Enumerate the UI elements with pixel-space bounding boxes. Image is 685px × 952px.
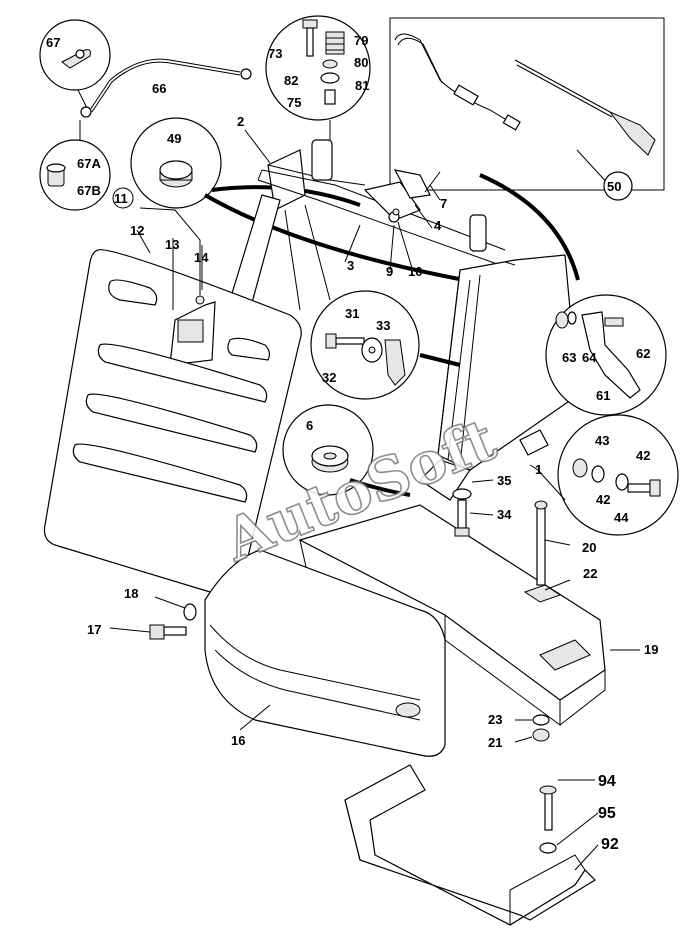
- weight-block-19: [298, 504, 606, 726]
- grommet-detail-67: [39, 139, 111, 211]
- label-42-left: 42: [596, 492, 610, 507]
- label-62: 62: [636, 346, 650, 361]
- label-50: 50: [607, 179, 621, 194]
- cable-inset: [389, 17, 665, 201]
- label-44: 44: [614, 510, 629, 525]
- label-16: 16: [231, 733, 245, 748]
- label-4: 4: [434, 218, 442, 233]
- label-35: 35: [497, 473, 511, 488]
- label-21: 21: [488, 735, 502, 750]
- label-67b: 67B: [77, 183, 101, 198]
- part-labels: 67 66 67A 67B 73 79 80 82 81 75 2 49 50 …: [46, 33, 658, 853]
- bolt-detail-31-33: [310, 290, 420, 400]
- label-2: 2: [237, 114, 244, 129]
- clip-detail-6: [282, 404, 374, 496]
- label-6: 6: [306, 418, 313, 433]
- label-43: 43: [595, 433, 609, 448]
- plug-detail-49: [130, 117, 222, 209]
- label-3: 3: [347, 258, 354, 273]
- label-64: 64: [582, 350, 597, 365]
- label-61: 61: [596, 388, 610, 403]
- label-82: 82: [284, 73, 298, 88]
- bracket-92: [344, 764, 596, 926]
- label-22: 22: [583, 566, 597, 581]
- label-11: 11: [114, 191, 128, 206]
- label-81: 81: [355, 78, 369, 93]
- label-66: 66: [152, 81, 166, 96]
- label-13: 13: [165, 237, 179, 252]
- label-34: 34: [497, 507, 512, 522]
- label-10: 10: [408, 264, 422, 279]
- label-17: 17: [87, 622, 101, 637]
- clip-detail-67: [39, 19, 111, 91]
- label-95: 95: [598, 805, 616, 822]
- bracket-detail-61-64: [545, 294, 667, 416]
- fastener-detail-42-44: [557, 414, 679, 536]
- label-18: 18: [124, 586, 138, 601]
- label-14: 14: [194, 250, 209, 265]
- label-80: 80: [354, 55, 368, 70]
- label-67a: 67A: [77, 156, 101, 171]
- label-49: 49: [167, 131, 181, 146]
- bumper-16: [204, 549, 446, 757]
- label-19: 19: [644, 642, 658, 657]
- label-67: 67: [46, 35, 60, 50]
- leader-lines: [109, 129, 640, 871]
- label-1: 1: [535, 462, 542, 477]
- label-31: 31: [345, 306, 359, 321]
- label-20: 20: [582, 540, 596, 555]
- label-32: 32: [322, 370, 336, 385]
- label-92: 92: [601, 836, 619, 853]
- label-42-right: 42: [636, 448, 650, 463]
- label-63: 63: [562, 350, 576, 365]
- label-94: 94: [598, 773, 616, 790]
- label-12: 12: [130, 223, 144, 238]
- label-79: 79: [354, 33, 368, 48]
- label-23: 23: [488, 712, 502, 727]
- bolt-detail-73-82: [265, 15, 371, 121]
- grille-panel-12: [43, 249, 302, 598]
- frame-assembly: [229, 139, 579, 501]
- label-9: 9: [386, 264, 393, 279]
- label-7: 7: [440, 196, 447, 211]
- label-73: 73: [268, 46, 282, 61]
- label-33: 33: [376, 318, 390, 333]
- label-75: 75: [287, 95, 301, 110]
